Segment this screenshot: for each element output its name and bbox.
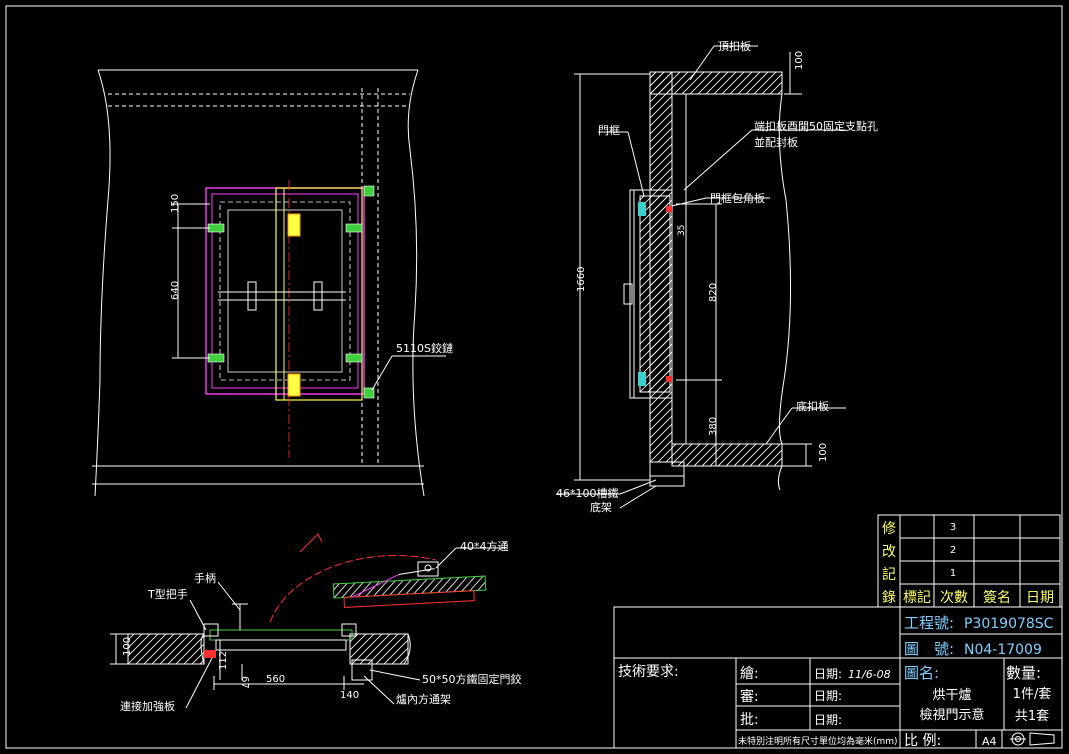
note-line-2: 並配封板 — [754, 135, 798, 149]
title-block: 工程號: P3019078SC 圖 號: N04-17009 技術要求: 繪: … — [613, 606, 1063, 749]
label-inner-frame: 爐內方通架 — [396, 692, 451, 706]
label-frame-corner: 門框包角板 — [710, 191, 765, 205]
label-hinge-block: 50*50方鐵固定門鉸 — [422, 672, 522, 686]
rev-side-2: 改 — [882, 544, 896, 560]
qty-value-2: 共1套 — [1015, 708, 1049, 724]
date-value-1: 11/6-08 — [848, 668, 891, 681]
revision-row-1: 1 — [950, 568, 956, 579]
dim-1660: 1660 — [576, 267, 587, 292]
plan-view: 100 112 67 560 140 手柄 T型把手 40*4方通 連接加強板 … — [110, 533, 522, 713]
label-bottom-plate: 底扣板 — [796, 399, 829, 413]
label-reinforce: 連接加強板 — [120, 699, 175, 713]
projection-symbol — [1010, 732, 1055, 746]
plan-dim-67: 67 — [239, 676, 250, 689]
section-view: 1660 100 820 380 35 100 頂扣板 門框 端扣板酉開50固定… — [556, 39, 878, 514]
revision-row-2: 2 — [950, 545, 956, 556]
dim-380: 380 — [708, 417, 719, 436]
qty-value-1: 1件/套 — [1013, 686, 1052, 702]
project-label: 工程號: — [904, 614, 954, 632]
rev-header-sign: 簽名 — [983, 589, 1011, 606]
review-label: 審: — [740, 689, 759, 705]
dim-150: 150 — [170, 194, 181, 213]
label-handle: 手柄 — [194, 571, 216, 585]
label-base-2: 底架 — [590, 500, 612, 514]
dim-100-bottom: 100 — [818, 443, 829, 462]
rev-header-count: 次數 — [940, 590, 968, 606]
drawing-border — [5, 5, 1063, 749]
note-line-1: 端扣板酉開50固定支點孔 — [754, 119, 878, 133]
revision-row-3: 3 — [950, 522, 956, 533]
paper-size: A4 — [982, 735, 997, 748]
drawing-name-label: 圖名: — [904, 664, 939, 682]
label-door-frame: 門框 — [598, 124, 620, 137]
label-top-plate: 頂扣板 — [718, 39, 751, 53]
rev-side-3: 記 — [882, 566, 896, 583]
label-t-handle: T型把手 — [147, 587, 188, 601]
plan-dim-140: 140 — [340, 690, 359, 701]
revision-table: 3 2 1 修 改 記 錄 標記 次數 簽名 日期 — [877, 514, 1061, 608]
plan-dim-100: 100 — [122, 637, 133, 656]
dim-640: 640 — [170, 281, 181, 300]
rev-side-4: 錄 — [882, 590, 896, 606]
date-label-2: 日期: — [814, 689, 842, 703]
plan-dim-560: 560 — [266, 674, 285, 685]
drawing-name-1: 烘干爐 — [932, 688, 971, 703]
hinge-callout: 5110S鉸鏈 — [396, 341, 453, 355]
units-note: 未特別注明所有尺寸單位均為毫米(mm) — [738, 735, 898, 747]
drawing-no-value: N04-17009 — [964, 642, 1042, 658]
label-base-1: 46*100槽鐵 — [556, 486, 619, 500]
date-label-3: 日期: — [814, 713, 842, 727]
project-value: P3019078SC — [964, 616, 1054, 632]
scale-label: 比 例: — [904, 733, 941, 749]
plan-dim-112: 112 — [218, 651, 229, 670]
tech-requirements: 技術要求: — [618, 664, 679, 680]
rev-side-1: 修 — [882, 521, 896, 537]
label-tube: 40*4方通 — [460, 539, 509, 553]
drawing-name-2: 檢視門示意 — [919, 707, 984, 723]
date-label-1: 日期: — [814, 667, 842, 681]
approve-label: 批: — [740, 712, 759, 728]
draw-label: 繪: — [740, 665, 759, 682]
dim-100-top: 100 — [794, 51, 805, 70]
drawing-no-label: 圖 號: — [904, 640, 954, 658]
elevation-view: 150 640 5110S鉸鏈 — [92, 69, 453, 497]
rev-header-mark: 標記 — [903, 589, 931, 606]
dim-820: 820 — [708, 283, 719, 302]
qty-label: 數量: — [1006, 664, 1041, 682]
rev-header-date: 日期 — [1026, 590, 1054, 606]
dim-35: 35 — [677, 225, 687, 236]
